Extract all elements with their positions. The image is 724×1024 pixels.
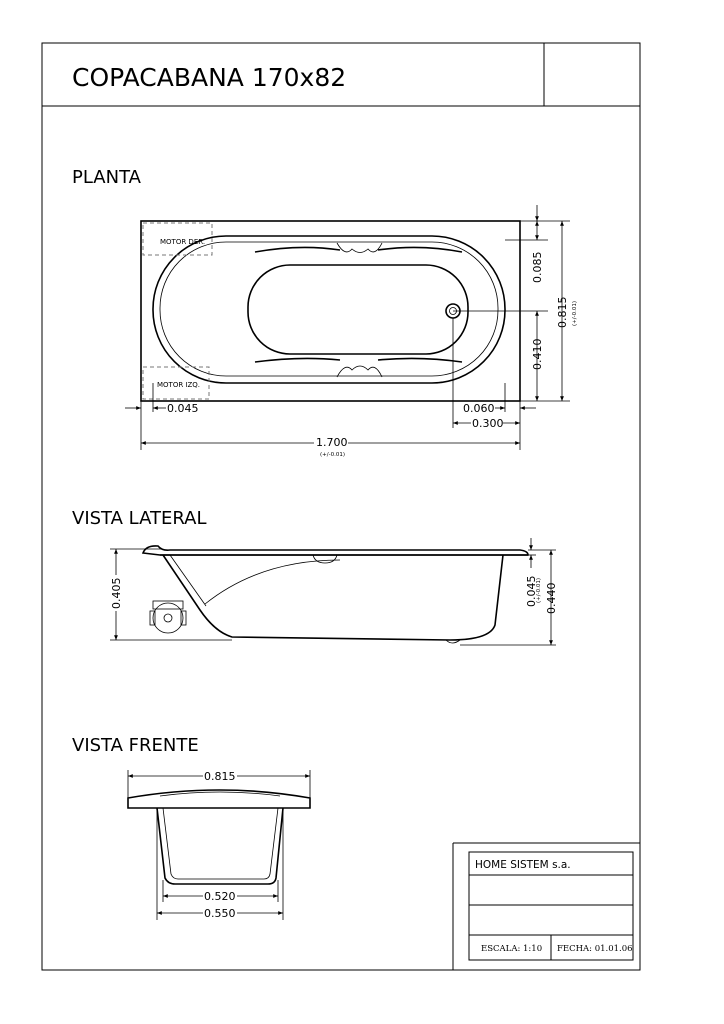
side-view: 0.405 0.045 (+/-0.01) 0.440: [110, 538, 558, 646]
dim-text-0085: 0.085: [531, 252, 544, 284]
dim-text-front-0815: 0.815: [204, 770, 236, 783]
section-title-plan: PLANTA: [72, 167, 142, 188]
company-name: HOME SISTEM s.a.: [475, 859, 571, 871]
dim-tol-1700: (+/-0.01): [320, 452, 345, 458]
plan-tub-outer-contour: [152, 235, 506, 384]
dim-text-0060: 0.060: [463, 402, 495, 415]
motor-left-label: MOTOR IZQ.: [157, 381, 200, 389]
dim-text-0550: 0.550: [204, 907, 236, 920]
page-title: COPACABANA 170x82: [72, 63, 346, 92]
section-title-front: VISTA FRENTE: [72, 735, 199, 756]
motor-right-box: [142, 222, 213, 256]
front-rim: [127, 789, 311, 809]
date-label: FECHA: 01.01.06: [557, 944, 633, 954]
dim-text-0815: 0.815: [556, 297, 569, 329]
side-inner-curve: [204, 559, 341, 605]
dim-text-0520: 0.520: [204, 890, 236, 903]
scale-label: ESCALA: 1:10: [481, 944, 542, 954]
plan-basin: [247, 264, 469, 355]
plan-dimensions: 0.085 0.410 0.815 (+/-0.01) 0.045 0.060 …: [125, 205, 578, 458]
handle-bottom: [254, 357, 463, 363]
dim-text-0440: 0.440: [545, 583, 558, 615]
handle-top: [254, 246, 463, 253]
dim-text-0300: 0.300: [472, 417, 504, 430]
sheet-border: [41, 42, 641, 971]
motor-right-label: MOTOR DER.: [160, 238, 205, 246]
dim-text-1700: 1.700: [316, 436, 348, 449]
dim-text-0045-plan: 0.045: [167, 402, 199, 415]
front-view: 0.815 0.520 0.550: [127, 768, 311, 920]
dim-tol-0815: (+/-0.01): [572, 301, 578, 326]
plan-view: MOTOR DER. MOTOR IZQ.: [140, 220, 521, 402]
side-rim: [141, 545, 529, 556]
motor-icon: [149, 600, 187, 634]
side-body: [162, 554, 504, 641]
dim-text-0405: 0.405: [110, 578, 123, 610]
title-block: HOME SISTEM s.a. ESCALA: 1:10 FECHA: 01.…: [452, 842, 640, 970]
plan-tub-inner-contour: [159, 241, 499, 377]
front-body: [156, 807, 284, 885]
dim-text-0410: 0.410: [531, 339, 544, 371]
dim-tol-0045: (+/-0.01): [536, 578, 542, 603]
dim-text-0045-side: 0.045: [525, 576, 538, 608]
section-title-side: VISTA LATERAL: [72, 508, 207, 529]
